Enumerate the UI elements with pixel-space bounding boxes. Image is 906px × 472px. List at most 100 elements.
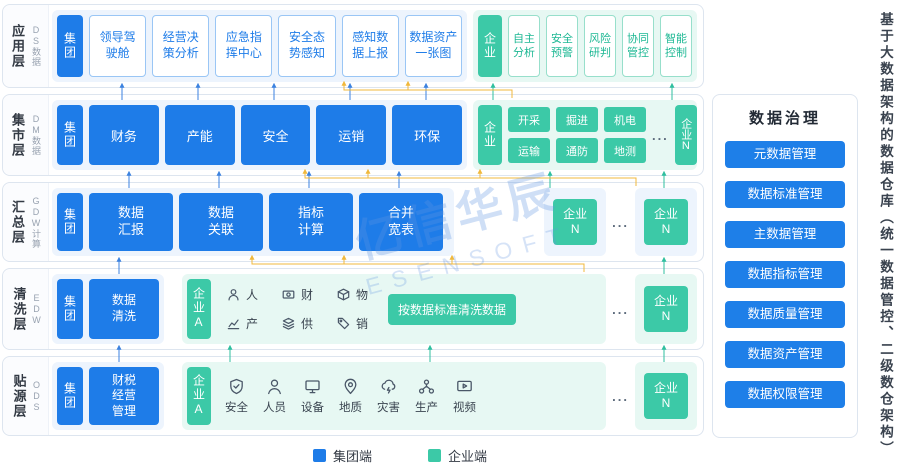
enterprise-n-panel: 企业 N <box>635 362 697 430</box>
layer-label-edw: 清洗层 EDW <box>3 269 49 349</box>
legend-group-label: 集团端 <box>332 449 372 464</box>
enterprise-n-box: 企业 N <box>553 199 598 245</box>
box-icon <box>337 288 350 301</box>
source-item: 设备 <box>301 378 324 415</box>
governance-panel: 数据治理 元数据管理 数据标准管理 主数据管理 数据指标管理 数据质量管理 数据… <box>712 94 858 438</box>
layer-code: EDW <box>31 292 42 326</box>
layer-name: 贴源层 <box>11 373 27 419</box>
mart-box: 财务 <box>89 105 159 165</box>
source-row: 安全 人员 设备 地质 <box>225 378 476 415</box>
enterprise-n-box: 企业N <box>674 105 697 165</box>
legend: 集团端 企业端 <box>50 446 750 465</box>
enterprise-legend-swatch <box>428 449 441 462</box>
legend-group: 集团端 <box>312 446 372 465</box>
row-body-dm: 集团 财务 产能 安全 运销 环保 企业 开采 掘进 机电 运输 通防 地测 .… <box>49 95 703 175</box>
domain-item: 产 <box>227 315 258 332</box>
group-panel-edw: 集团 数据 清洗 <box>52 274 164 344</box>
enterprise-a-box: 企业A <box>187 367 211 425</box>
supply-icon <box>282 317 295 330</box>
domain-label: 物 <box>356 288 369 302</box>
enterprise-n-box: 企业 N <box>644 286 688 332</box>
layer-row-dm: 集市层 DM数据 集团 财务 产能 安全 运销 环保 企业 开采 掘进 机电 运… <box>2 94 704 176</box>
app-box: 数据资产 一张图 <box>404 15 462 77</box>
group-box: 集团 <box>57 279 83 339</box>
production-icon <box>418 378 435 395</box>
chart-icon <box>227 317 240 330</box>
layer-name: 应用层 <box>10 23 25 69</box>
app-box: 经营决 策分析 <box>152 15 210 77</box>
job-box: 指标 计算 <box>269 193 353 251</box>
enterprise-box: 企业 <box>477 15 502 77</box>
enterprise-app-box: 自主 分析 <box>507 15 540 77</box>
device-icon <box>304 378 321 395</box>
governance-item: 数据指标管理 <box>725 261 845 288</box>
source-item: 地质 <box>339 378 362 415</box>
group-box: 集团 <box>57 367 83 425</box>
enterprise-mart-box: 掘进 <box>555 107 598 132</box>
ellipsis: ... <box>651 127 669 143</box>
domain-item: 人 <box>227 286 258 303</box>
domain-label: 人 <box>246 288 259 302</box>
domain-item: 销 <box>337 315 368 332</box>
ellipsis: ... <box>612 301 629 317</box>
enterprise-app-box: 智能 控制 <box>660 15 693 77</box>
enterprise-panel-ds: 企业 自主 分析 安全 预警 风险 研判 协同 管控 智能 控制 <box>472 10 697 82</box>
layer-label-ds: 应用层 DS数据 <box>3 5 49 87</box>
enterprise-box: 企业 <box>477 105 502 165</box>
group-box: 集团 <box>57 193 83 251</box>
domain-label: 产 <box>246 317 259 331</box>
mart-box: 环保 <box>392 105 462 165</box>
layer-label-ods: 贴源层 ODS <box>3 357 49 435</box>
disaster-icon <box>380 378 397 395</box>
source-label: 人员 <box>263 401 286 414</box>
shield-icon <box>228 378 245 395</box>
governance-item: 数据标准管理 <box>725 181 845 208</box>
enterprise-mart-box: 开采 <box>507 107 550 132</box>
source-label: 设备 <box>301 401 324 414</box>
layer-name: 清洗层 <box>11 286 27 332</box>
enterprise-app-box: 协同 管控 <box>622 15 655 77</box>
governance-item: 数据质量管理 <box>725 301 845 328</box>
enterprise-n-panel: 企业 N <box>635 274 697 344</box>
row-body-gdw: 集团 数据 汇报 数据 关联 指标 计算 合并 宽表 企业 N ... 企业 N <box>49 183 703 261</box>
governance-item: 元数据管理 <box>725 141 845 168</box>
source-item: 人员 <box>263 378 286 415</box>
group-panel-gdw: 集团 数据 汇报 数据 关联 指标 计算 合并 宽表 <box>52 188 454 256</box>
layer-row-gdw: 汇总层 GDW计算 集团 数据 汇报 数据 关联 指标 计算 合并 宽表 企业 … <box>2 182 704 262</box>
enterprise-panel-dm: 企业 开采 掘进 机电 运输 通防 地测 ... 企业N <box>472 100 697 170</box>
architecture-note: 基于大数据架构的数据仓库（统一数据管控、二级数仓架构） <box>878 12 893 458</box>
enterprise-n-box: 企业 N <box>644 373 688 419</box>
source-label: 安全 <box>225 401 248 414</box>
enterprise-n-panel: 企业 N <box>544 188 607 256</box>
mart-box: 安全 <box>240 105 311 165</box>
group-box: 集团 <box>57 105 83 165</box>
enterprise-panel-ods: 企业A 安全 人员 设备 地 <box>182 362 607 430</box>
enterprise-app-box: 安全 预警 <box>545 15 578 77</box>
enterprise-a-box: 企业A <box>187 279 211 339</box>
ellipsis: ... <box>612 388 629 404</box>
job-box: 数据 汇报 <box>89 193 173 251</box>
layer-label-dm: 集市层 DM数据 <box>3 95 49 175</box>
row-body-ods: 集团 财税 经营 管理 企业A 安全 人员 设备 <box>49 357 703 435</box>
source-label: 生产 <box>415 401 438 414</box>
job-box: 数据 关联 <box>179 193 263 251</box>
group-box: 集团 <box>57 15 83 77</box>
layer-code: DS数据 <box>31 25 41 67</box>
enterprise-app-box: 风险 研判 <box>583 15 616 77</box>
legend-enterprise: 企业端 <box>428 446 487 465</box>
legend-enterprise-label: 企业端 <box>448 449 488 464</box>
app-box: 感知数 据上报 <box>341 15 399 77</box>
layer-name: 集市层 <box>10 112 25 158</box>
ellipsis: ... <box>612 214 629 230</box>
enterprise-mart-box: 地测 <box>603 138 646 163</box>
layer-label-gdw: 汇总层 GDW计算 <box>3 183 49 261</box>
app-box: 应急指 挥中心 <box>215 15 273 77</box>
domain-item: 物 <box>337 286 368 303</box>
app-box: 安全态 势感知 <box>278 15 336 77</box>
layer-name: 汇总层 <box>10 199 25 245</box>
layer-code: ODS <box>31 379 42 413</box>
source-label: 灾害 <box>377 401 400 414</box>
enterprise-mart-box: 通防 <box>555 138 598 163</box>
domain-label: 销 <box>356 317 369 331</box>
